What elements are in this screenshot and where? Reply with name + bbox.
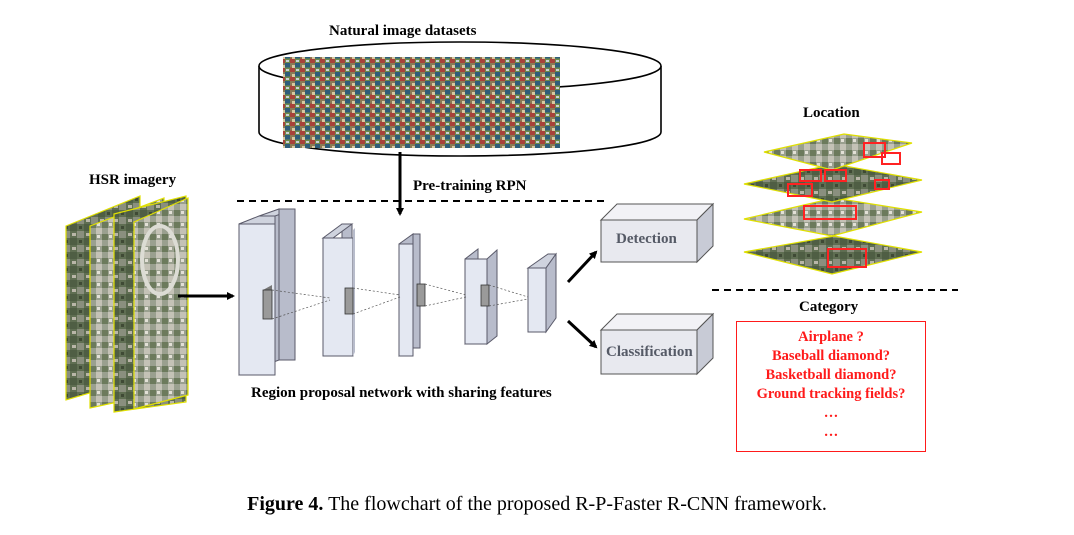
category-label: Category <box>799 299 859 315</box>
cnn-layer-4 <box>464 247 498 346</box>
natural-datasets-label: Natural image datasets <box>329 23 477 39</box>
hsr-imagery-stack <box>65 195 189 413</box>
category-list: Airplane ? Baseball diamond? Basketball … <box>736 321 926 452</box>
pretraining-label: Pre-training RPN <box>413 178 527 194</box>
classification-arrow <box>566 319 598 349</box>
dataset-cylinder <box>258 41 662 157</box>
category-item: Airplane ? <box>798 329 864 345</box>
category-item: Basketball diamond? <box>765 367 897 383</box>
dataset-mosaic-image <box>283 57 560 148</box>
location-stack <box>743 133 923 275</box>
caption-prefix: Figure 4. <box>247 493 324 515</box>
category-item: Baseball diamond? <box>771 348 891 364</box>
caption-text: The flowchart of the proposed R-P-Faster… <box>323 493 827 515</box>
cnn-layer-1 <box>238 208 296 376</box>
detection-box <box>599 202 715 264</box>
cnn-layer-2 <box>321 223 355 357</box>
cnn-layer-3 <box>398 233 426 357</box>
dotted-connections <box>271 283 529 320</box>
classification-box <box>599 312 715 376</box>
cnn-layer-5 <box>526 252 557 334</box>
hsr-imagery-label: HSR imagery <box>89 172 177 188</box>
figure-caption: Figure 4. The flowchart of the proposed … <box>0 493 1074 516</box>
location-label: Location <box>803 105 860 121</box>
classification-label: Classification <box>606 344 693 360</box>
detection-arrow <box>566 250 598 284</box>
category-item: … <box>823 424 839 440</box>
location-detection-boxes <box>787 142 901 268</box>
cnn-layers <box>238 208 557 376</box>
detection-label: Detection <box>616 231 677 247</box>
category-item: … <box>823 405 839 421</box>
category-item: Ground tracking fields? <box>756 386 906 402</box>
rpn-caption-label: Region proposal network with sharing fea… <box>251 385 552 401</box>
